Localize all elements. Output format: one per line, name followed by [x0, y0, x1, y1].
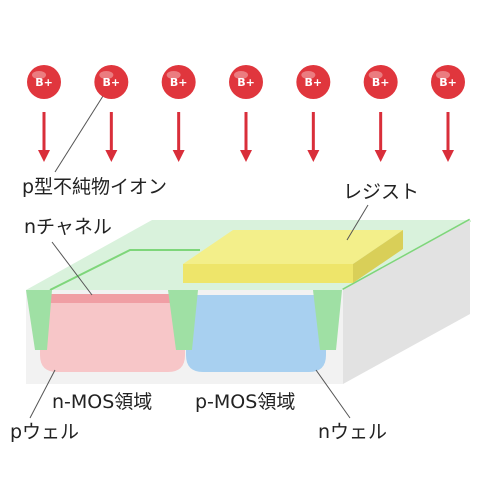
label-p-well: pウェル: [10, 421, 80, 443]
ion-circle: [161, 65, 196, 99]
isolation-left: [26, 290, 52, 350]
ion-highlight: [32, 71, 46, 79]
ion-label: B+: [439, 76, 457, 89]
implant-arrow-head: [307, 150, 320, 162]
implant-arrow-head: [240, 150, 252, 162]
isolation-right: [313, 290, 342, 350]
implant-arrow-head: [38, 150, 50, 162]
ion-highlight: [166, 71, 181, 79]
substrate-side-face: [343, 220, 470, 384]
ion-label: B+: [170, 76, 188, 89]
ion-label: B+: [35, 76, 53, 89]
ion-circle: [431, 65, 465, 99]
leader-impurity: [54, 95, 104, 173]
label-p-mos: p-MOS領域: [195, 391, 296, 413]
ion-label: B+: [237, 76, 255, 89]
boron-ion: B+: [27, 65, 61, 162]
p-well-region: [40, 295, 185, 372]
implant-arrow-head: [105, 150, 118, 162]
implant-arrow-head: [172, 150, 185, 162]
ion-circle: [229, 65, 263, 99]
boron-ion: B+: [296, 65, 331, 162]
leader-n-channel: [51, 241, 93, 296]
ion-highlight: [436, 71, 450, 79]
boron-ion: B+: [229, 65, 263, 162]
ion-circle: [27, 65, 61, 99]
ion-highlight: [99, 71, 114, 79]
leader-p-well: [29, 369, 56, 419]
ion-label: B+: [103, 76, 121, 89]
ion-circle: [296, 65, 331, 99]
label-n-channel: nチャネル: [24, 216, 112, 238]
ion-circle: [94, 65, 129, 99]
n-channel-layer: [50, 294, 180, 303]
n-well-region: [186, 295, 326, 372]
ion-highlight: [234, 71, 248, 79]
implant-arrow-head: [374, 150, 387, 162]
label-impurity: p型不純物イオン: [22, 176, 168, 198]
boron-ion: B+: [431, 65, 465, 162]
active-area-outline: [49, 249, 200, 291]
boron-ion: B+: [363, 65, 398, 162]
leader-resist: [346, 204, 369, 241]
leader-n-well: [315, 369, 351, 419]
label-n-well: nウェル: [318, 421, 388, 443]
ion-label: B+: [305, 76, 323, 89]
label-resist: レジスト: [343, 181, 420, 203]
ion-label: B+: [372, 76, 390, 89]
ion-circle: [363, 65, 398, 99]
boron-ion: B+: [161, 65, 196, 162]
label-n-mos: n-MOS領域: [52, 391, 153, 413]
resist-front-face: [183, 264, 353, 283]
ion-row: B+ B+ B+ B+ B+ B+ B+: [27, 65, 465, 162]
ion-highlight: [368, 71, 383, 79]
resist-side-face: [353, 230, 403, 283]
isolation-center: [168, 290, 198, 350]
boron-ion: B+: [94, 65, 129, 162]
ion-highlight: [301, 71, 316, 79]
implant-arrow-head: [442, 150, 454, 162]
